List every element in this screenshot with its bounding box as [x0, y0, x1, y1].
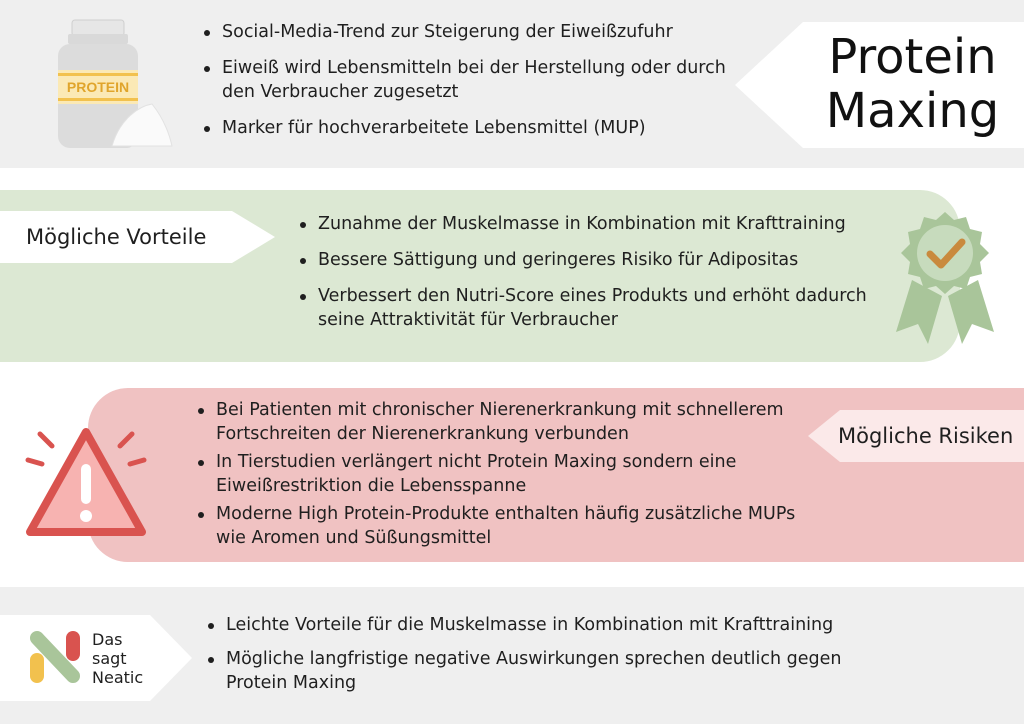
protein-bottle-icon: PROTEIN	[58, 19, 173, 148]
list-item: In Tierstudien verlängert nicht Protein …	[194, 450, 814, 498]
risks-bullets: Bei Patienten mit chronischer Nierenerkr…	[194, 398, 814, 554]
list-item: Bei Patienten mit chronischer Nierenerkr…	[194, 398, 814, 446]
list-item: Social-Media-Trend zur Steigerung der Ei…	[200, 20, 740, 44]
checkmark-rosette-icon	[896, 212, 994, 344]
list-item: Zunahme der Muskelmasse in Kombination m…	[296, 212, 886, 236]
benefits-label: Mögliche Vorteile	[26, 225, 207, 249]
list-item: Bessere Sättigung und geringeres Risiko …	[296, 248, 886, 272]
page-title: Protein Maxing	[825, 29, 1000, 139]
verdict-label: Das sagt Neatic	[92, 630, 144, 687]
benefits-bullets: Zunahme der Muskelmasse in Kombination m…	[296, 212, 886, 344]
benefits-label-tag: Mögliche Vorteile	[0, 211, 275, 263]
risks-label-tag: Mögliche Risiken	[808, 410, 1024, 462]
risks-label: Mögliche Risiken	[838, 424, 1014, 448]
title-tag: Protein Maxing	[735, 22, 1024, 148]
list-item: Mögliche langfristige negative Auswirkun…	[204, 647, 904, 695]
verdict-label-tag	[0, 615, 192, 701]
bottle-label: PROTEIN	[67, 79, 129, 95]
list-item: Eiweiß wird Lebensmitteln bei der Herste…	[200, 56, 740, 104]
warning-triangle-icon	[25, 428, 147, 536]
list-item: Marker für hochverarbeitete Lebensmittel…	[200, 116, 740, 140]
neatic-logo-icon	[30, 631, 80, 683]
benefits-section: Mögliche Vorteile Zunahme der Muskelmass…	[0, 190, 960, 362]
list-item: Verbessert den Nutri-Score eines Produkt…	[296, 284, 886, 332]
list-item: Moderne High Protein-Produkte enthalten …	[194, 502, 814, 550]
list-item: Leichte Vorteile für die Muskelmasse in …	[204, 613, 904, 637]
intro-bullets: Social-Media-Trend zur Steigerung der Ei…	[200, 20, 740, 152]
verdict-bullets: Leichte Vorteile für die Muskelmasse in …	[204, 613, 904, 705]
